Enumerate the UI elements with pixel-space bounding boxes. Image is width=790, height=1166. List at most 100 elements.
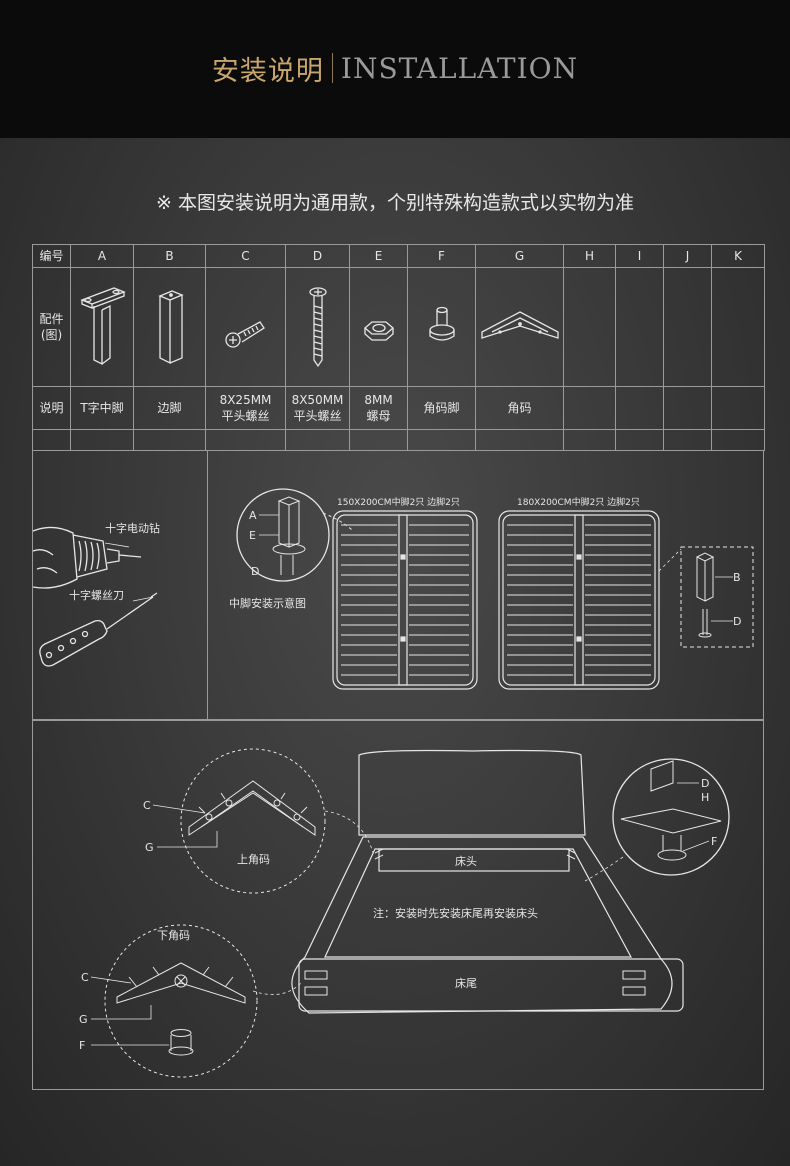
code-e: E [349, 244, 408, 268]
lower-label-c: C [81, 971, 89, 984]
title-separator [331, 53, 333, 83]
desc-b: 边脚 [133, 386, 206, 430]
corner-bracket-icon [480, 311, 559, 339]
upper-corner-detail [180, 748, 326, 894]
bed-frame-150 [332, 510, 478, 690]
table-row-codes: 编号 A B C D E F G H I J K [32, 244, 765, 268]
part-k-cell [711, 267, 765, 387]
part-c-cell [205, 267, 286, 387]
headboard-label: 床头 [455, 854, 477, 868]
side-leg-icon [157, 290, 184, 365]
install-panel: C G 上角码 床头 注：安装时先安装床尾再安装床头 床尾 [32, 720, 764, 1090]
desc-b-1: 边脚 [157, 401, 182, 415]
corner-brackets-marks [304, 848, 646, 996]
upper-label-g: G [145, 841, 154, 854]
screwdriver-icon [39, 592, 158, 667]
leg-label-d: D [251, 565, 259, 578]
detail-label-h: H [701, 791, 709, 804]
frame2-caption: 180X200CM中脚2只 边脚2只 [517, 496, 640, 508]
desc-h [563, 386, 616, 430]
bed-outline [291, 749, 684, 1014]
row-label-part-2: (图) [40, 328, 63, 342]
leg-label-a: A [249, 509, 257, 522]
desc-e-1: 8MM [364, 393, 393, 407]
table-row-empty [32, 429, 765, 451]
parts-table: 编号 A B C D E F G H I J K 配件 (图) [32, 244, 765, 451]
desc-d-2: 平头螺丝 [293, 409, 342, 423]
general-note: ※ 本图安装说明为通用款，个别特殊构造款式以实物为准 [156, 192, 634, 214]
part-e-cell [349, 267, 408, 387]
part-i-cell [615, 267, 664, 387]
desc-f: 角码脚 [407, 386, 476, 430]
drill-icon [33, 526, 142, 589]
code-b: B [133, 244, 206, 268]
lower-label-f: F [79, 1039, 85, 1052]
leg-bracket-detail [612, 758, 730, 876]
leg-detail-circle [236, 488, 330, 582]
corner-foot-icon [428, 306, 455, 341]
desc-a-1: T字中脚 [80, 401, 124, 415]
code-d: D [285, 244, 350, 268]
frame1-slats [341, 524, 469, 676]
detail-label-f: F [711, 835, 717, 848]
lower-corner-detail [104, 924, 258, 1078]
tools-panel: 十字电动钻 十字螺丝刀 A E D 中脚安装示意图 150X200CM中脚2只 … [32, 450, 764, 720]
desc-f-1: 角码脚 [423, 401, 460, 415]
drill-label: 十字电动钻 [105, 521, 160, 535]
code-c: C [205, 244, 286, 268]
side-leg-detail [680, 546, 754, 648]
tools-and-legs-diagram: 十字电动钻 十字螺丝刀 A E D 中脚安装示意图 150X200CM中脚2只 … [33, 488, 754, 690]
bed-install-diagram: C G 上角码 床头 注：安装时先安装床尾再安装床头 床尾 [79, 748, 730, 1078]
side-label-b: B [733, 571, 741, 584]
detail-label-d: D [701, 777, 709, 790]
row-label-part-1: 配件 [39, 312, 64, 326]
desc-d: 8X50MM 平头螺丝 [285, 386, 350, 430]
lower-corner-caption: 下角码 [157, 929, 190, 942]
desc-d-1: 8X50MM [291, 393, 344, 407]
lower-label-g: G [79, 1013, 88, 1026]
desc-i [615, 386, 664, 430]
desc-k [711, 386, 765, 430]
code-h: H [563, 244, 616, 268]
row-label-desc: 说明 [32, 386, 71, 430]
screwdriver-label: 十字螺丝刀 [69, 588, 124, 602]
code-i: I [615, 244, 664, 268]
desc-g: 角码 [475, 386, 564, 430]
leg-diagram-caption: 中脚安装示意图 [229, 596, 306, 610]
footboard-label: 床尾 [455, 976, 477, 990]
frame2-slats [507, 524, 651, 676]
part-f-cell [407, 267, 476, 387]
code-j: J [663, 244, 712, 268]
code-f: F [407, 244, 476, 268]
side-label-d: D [733, 615, 741, 628]
long-screw-icon [308, 287, 327, 368]
desc-g-1: 角码 [507, 401, 532, 415]
nut-icon [363, 321, 394, 341]
t-leg-icon [80, 287, 126, 366]
desc-j [663, 386, 712, 430]
short-screw-icon [224, 321, 265, 348]
part-d-cell [285, 267, 350, 387]
frame1-caption: 150X200CM中脚2只 边脚2只 [337, 496, 460, 508]
header-bar: 安装说明 INSTALLATION [0, 0, 790, 138]
desc-c-1: 8X25MM [219, 393, 272, 407]
desc-a: T字中脚 [70, 386, 134, 430]
part-g-cell [475, 267, 564, 387]
title-english: INSTALLATION [340, 51, 579, 85]
page-title: 安装说明 INSTALLATION [212, 49, 578, 88]
row-label-code: 编号 [32, 244, 71, 268]
part-a-cell [70, 267, 134, 387]
bed-frame-180 [498, 510, 660, 690]
part-b-cell [133, 267, 206, 387]
part-h-cell [563, 267, 616, 387]
code-a: A [70, 244, 134, 268]
upper-corner-caption: 上角码 [237, 853, 270, 866]
code-k: K [711, 244, 765, 268]
install-note: 注：安装时先安装床尾再安装床头 [373, 906, 538, 920]
desc-e-2: 螺母 [366, 409, 391, 423]
upper-label-c: C [143, 799, 151, 812]
title-chinese: 安装说明 [211, 55, 324, 87]
desc-e: 8MM 螺母 [349, 386, 408, 430]
